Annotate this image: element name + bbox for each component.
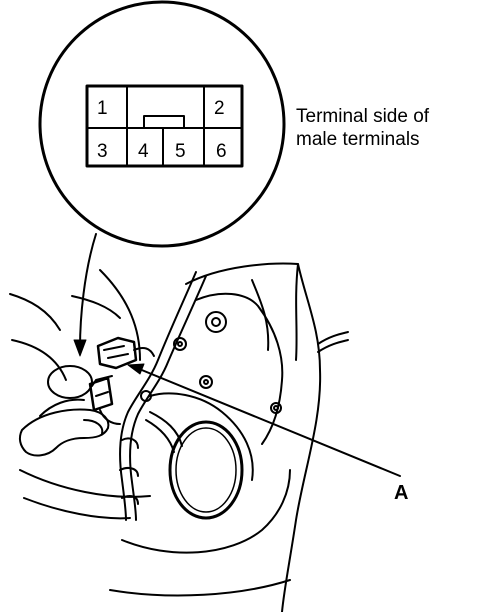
- connector-lower: [88, 375, 121, 425]
- bolt: [199, 375, 213, 389]
- bolt: [205, 311, 227, 333]
- pin-label: 2: [214, 98, 225, 119]
- caption-line-1: Terminal side of: [296, 106, 430, 127]
- speaker-opening: [168, 420, 244, 520]
- bolt: [173, 337, 187, 351]
- pin-label: 6: [216, 141, 227, 162]
- pin-label: 1: [97, 98, 108, 119]
- magnifier-pointer: [79, 233, 97, 349]
- connector-a: [96, 336, 155, 370]
- pin-label: 5: [175, 141, 186, 162]
- bolt: [270, 402, 282, 414]
- callout-leader: [131, 365, 401, 477]
- callout-label-a: A: [394, 482, 409, 504]
- caption-line-2: male terminals: [296, 129, 420, 150]
- pin-label: 3: [97, 141, 108, 162]
- pin-label: 4: [138, 141, 149, 162]
- magnifier-circle: [38, 0, 286, 248]
- connector-lock-tab: [143, 115, 185, 129]
- hand-outline: [18, 408, 110, 457]
- wire-harness: [119, 271, 197, 521]
- terminal-caption: Terminal side of male terminals: [296, 105, 429, 151]
- door-panel: [185, 262, 322, 612]
- connector-face: [85, 84, 244, 168]
